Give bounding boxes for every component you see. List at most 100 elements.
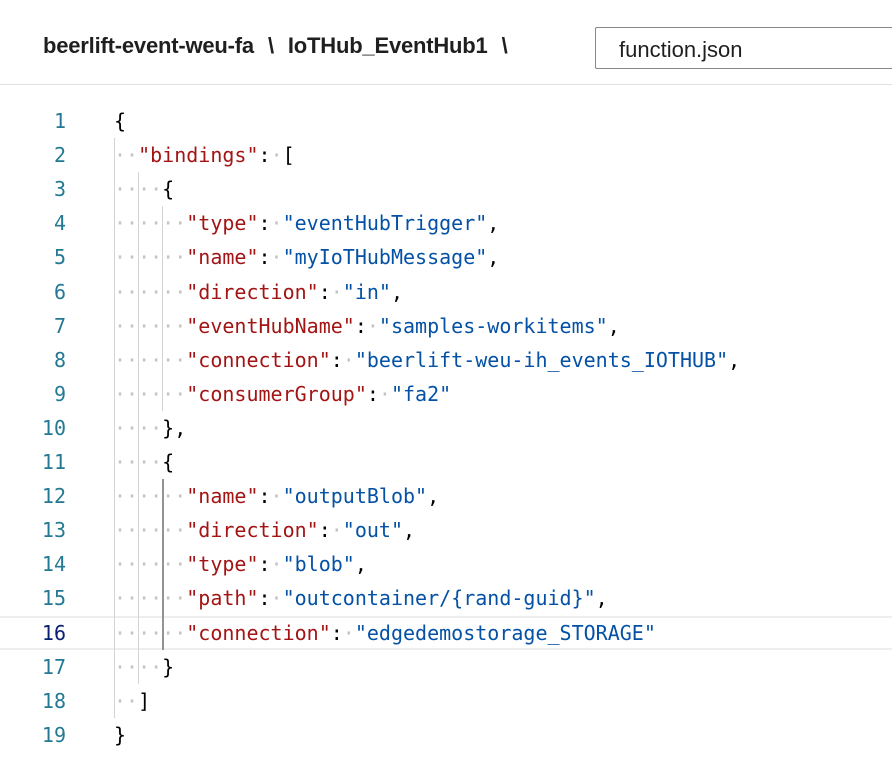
line-number: 7: [53, 313, 66, 338]
code-text: ······"type":·"blob",: [114, 552, 367, 576]
json-string: "samples-workitems": [378, 313, 608, 338]
json-punctuation: ,: [403, 518, 416, 543]
breadcrumb-separator: \: [267, 33, 274, 58]
json-string: "out": [342, 518, 404, 543]
json-string: "eventHubTrigger": [282, 211, 488, 236]
indent-whitespace: ······: [114, 211, 187, 236]
json-punctuation: :: [318, 518, 331, 543]
whitespace-marker: ·: [330, 279, 343, 304]
code-line[interactable]: 3 ····{: [0, 172, 892, 206]
line-number: 8: [53, 347, 66, 372]
json-punctuation: :: [318, 279, 331, 304]
code-text: {: [114, 109, 126, 133]
json-punctuation: :: [258, 552, 271, 577]
json-punctuation: ,: [427, 484, 440, 509]
code-editor[interactable]: 1{2··"bindings":·[3····{4······"type":·"…: [0, 86, 892, 774]
json-punctuation: [: [282, 143, 295, 168]
breadcrumb-function-app[interactable]: beerlift-event-weu-fa: [43, 33, 254, 58]
whitespace-marker: ·: [366, 313, 379, 338]
json-string: "blob": [282, 552, 355, 577]
code-line[interactable]: 13······"direction":·"out",: [0, 513, 892, 547]
line-number: 12: [41, 484, 66, 509]
json-punctuation: }: [162, 654, 175, 679]
whitespace-marker: ·: [342, 620, 355, 645]
json-punctuation: {: [114, 109, 127, 133]
json-punctuation: ,: [607, 313, 620, 338]
breadcrumb: beerlift-event-weu-fa\IoTHub_EventHub1\: [43, 33, 522, 59]
json-key: "name": [186, 245, 259, 270]
json-punctuation: ,: [728, 347, 741, 372]
indent-whitespace: ··: [114, 688, 139, 713]
code-text: ··]: [114, 689, 150, 713]
json-key: "direction": [186, 518, 319, 543]
json-punctuation: ]: [138, 688, 151, 713]
code-line[interactable]: 18 ··]: [0, 684, 892, 718]
json-punctuation: ,: [354, 552, 367, 577]
code-text: ····{: [114, 450, 174, 474]
file-selector-value: function.json: [619, 37, 743, 62]
line-number: 11: [41, 450, 66, 474]
json-punctuation: :: [258, 143, 271, 168]
json-punctuation: {: [162, 177, 175, 202]
code-line[interactable]: 1{: [0, 104, 892, 138]
json-key: "type": [186, 211, 259, 236]
json-string: "edgedemostorage_STORAGE": [354, 620, 656, 645]
json-key: "connection": [186, 620, 331, 645]
indent-whitespace: ······: [114, 586, 187, 611]
code-line[interactable]: 12 ······"name":·"outputBlob",: [0, 479, 892, 513]
line-number: 4: [53, 211, 66, 236]
json-punctuation: {: [162, 450, 175, 474]
code-line[interactable]: 16······"connection":·"edgedemostorage_S…: [0, 615, 892, 650]
json-key: "direction": [186, 279, 319, 304]
indent-whitespace: ······: [114, 279, 187, 304]
json-punctuation: :: [330, 347, 343, 372]
code-text: ······"name":·"outputBlob",: [114, 484, 439, 508]
whitespace-marker: ·: [330, 518, 343, 543]
line-number: 3: [53, 177, 66, 202]
line-number: 6: [53, 279, 66, 304]
code-text: ······"consumerGroup":·"fa2": [114, 382, 451, 406]
breadcrumb-function[interactable]: IoTHub_EventHub1: [287, 33, 488, 58]
line-number: 15: [41, 586, 66, 611]
indent-whitespace: ······: [114, 484, 187, 509]
code-line[interactable]: 9······"consumerGroup":·"fa2": [0, 377, 892, 411]
json-punctuation: :: [258, 586, 271, 611]
code-line[interactable]: 8 ······"connection":·"beerlift-weu-ih_ev…: [0, 343, 892, 377]
line-number: 17: [41, 654, 66, 679]
json-string: "in": [342, 279, 391, 304]
line-number: 2: [53, 143, 66, 168]
json-punctuation: :: [354, 313, 367, 338]
code-line[interactable]: 7······"eventHubName":·"samples-workitem…: [0, 309, 892, 343]
code-line[interactable]: 5······"name":·"myIoTHubMessage",: [0, 240, 892, 274]
code-text: ······"direction":·"in",: [114, 280, 403, 304]
json-punctuation: :: [258, 484, 271, 509]
json-key: "bindings": [138, 143, 259, 168]
code-line[interactable]: 11 ····{: [0, 445, 892, 479]
line-number: 1: [53, 109, 66, 133]
whitespace-marker: ·: [270, 245, 283, 270]
code-line[interactable]: 15······"path":·"outcontainer/{rand-guid…: [0, 581, 892, 615]
code-line[interactable]: 4······"type":·"eventHubTrigger",: [0, 206, 892, 240]
json-key: "type": [186, 552, 259, 577]
code-line[interactable]: 6······"direction":·"in",: [0, 275, 892, 309]
code-line[interactable]: 17····}: [0, 650, 892, 684]
line-number: 16: [41, 620, 66, 645]
file-selector-dropdown[interactable]: function.json: [595, 27, 892, 69]
whitespace-marker: ·: [378, 381, 391, 406]
code-text: ······"direction":·"out",: [114, 518, 415, 542]
indent-guide: [114, 138, 115, 718]
json-punctuation: :: [366, 381, 379, 406]
line-number: 19: [41, 722, 66, 747]
code-text: ······"connection":·"beerlift-weu-ih_eve…: [114, 348, 740, 372]
whitespace-marker: ·: [270, 143, 283, 168]
code-line[interactable]: 10····},: [0, 411, 892, 445]
code-text: ····{: [114, 177, 174, 201]
line-number: 18: [41, 688, 66, 713]
code-line[interactable]: 2··"bindings":·[: [0, 138, 892, 172]
json-punctuation: ,: [595, 586, 608, 611]
code-text: ······"connection":·"edgedemostorage_STO…: [114, 621, 656, 645]
indent-whitespace: ······: [114, 620, 187, 645]
code-line[interactable]: 19}: [0, 718, 892, 752]
indent-guide: [138, 172, 140, 684]
code-line[interactable]: 14······"type":·"blob",: [0, 547, 892, 581]
